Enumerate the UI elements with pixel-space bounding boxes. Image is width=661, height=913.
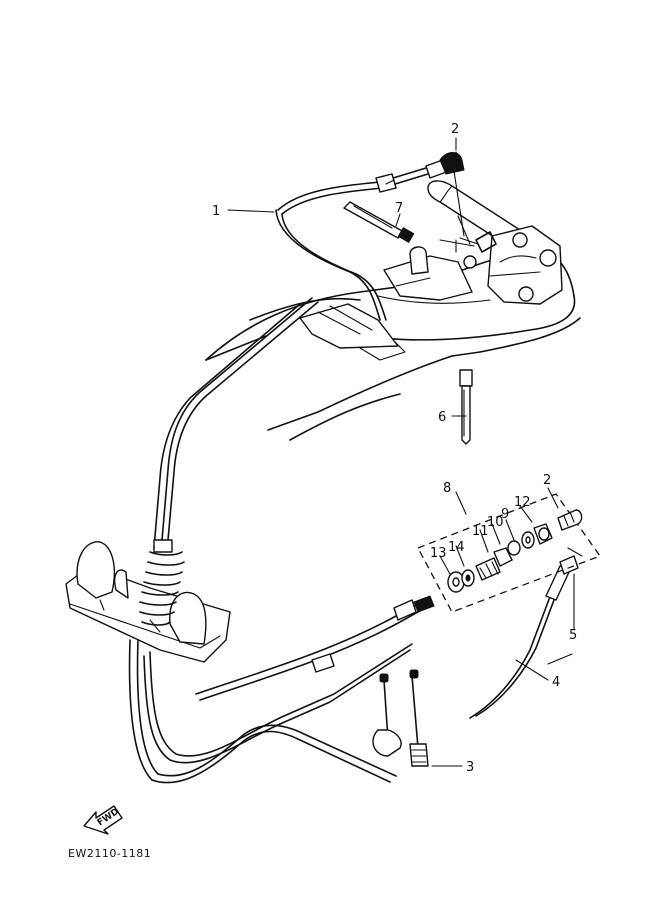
fwd-direction-arrow: FWD bbox=[83, 805, 123, 835]
callout-10: 10 bbox=[487, 515, 504, 530]
callout-2-top: 2 bbox=[451, 122, 459, 137]
callout-14: 14 bbox=[448, 540, 465, 555]
callout-2-kit: 2 bbox=[543, 473, 551, 488]
callout-11: 11 bbox=[472, 524, 489, 539]
callout-7: 7 bbox=[395, 201, 403, 216]
cable-tie-6 bbox=[459, 369, 473, 445]
cable-spring bbox=[139, 539, 185, 626]
callout-3: 3 bbox=[466, 760, 474, 775]
callout-8: 8 bbox=[443, 481, 451, 496]
cable-tie-7 bbox=[343, 201, 415, 244]
pull-rods-3 bbox=[372, 669, 429, 767]
cable-top-end bbox=[375, 152, 497, 253]
hull-deck-outline bbox=[205, 180, 581, 441]
callout-5: 5 bbox=[569, 628, 577, 643]
mount-bracket bbox=[65, 541, 231, 663]
callout-1: 1 bbox=[212, 204, 220, 219]
callout-13: 13 bbox=[430, 546, 447, 561]
adjuster-kit-8 bbox=[417, 493, 602, 613]
callout-9: 9 bbox=[501, 507, 509, 522]
callout-4: 4 bbox=[552, 675, 560, 690]
callout-labels: 1 2 7 6 8 2 12 9 10 11 14 13 5 4 3 bbox=[212, 122, 577, 775]
callout-6: 6 bbox=[438, 410, 446, 425]
lower-cable-4 bbox=[195, 547, 583, 719]
callout-12: 12 bbox=[514, 495, 531, 510]
throttle-cable-route bbox=[128, 167, 429, 784]
leader-lines bbox=[227, 137, 575, 767]
diagram-code: EW2110-1181 bbox=[68, 847, 151, 860]
